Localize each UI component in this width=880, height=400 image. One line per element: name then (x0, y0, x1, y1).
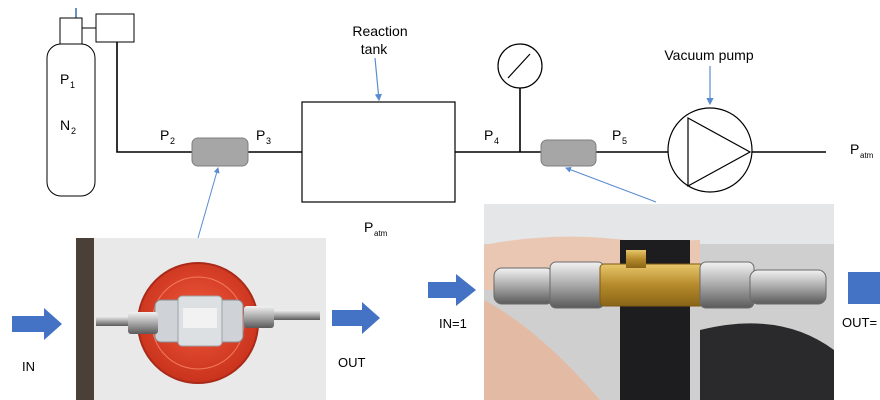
valve-in-arrow-icon (428, 274, 476, 306)
valve-out-label: OUT= (842, 315, 877, 330)
tank-pressure-label: P (364, 219, 373, 235)
vacuum-pump-label: Vacuum pump (664, 47, 753, 63)
p4-sub: 4 (494, 136, 499, 146)
cylinder-pressure-sub: 1 (70, 80, 75, 90)
valve-leader-line (565, 166, 657, 203)
p4-label: P (484, 127, 493, 143)
regulator-out-label: OUT (338, 355, 366, 370)
outlet-pressure-label: P (850, 141, 859, 157)
cylinder-gas-label: N (60, 117, 70, 133)
p5-label: P (612, 127, 621, 143)
p2-label: P (160, 127, 169, 143)
regulator-in-arrow-icon (12, 308, 62, 340)
gas-cylinder (46, 8, 96, 197)
pressure-regulator-symbol (191, 137, 249, 167)
reaction-tank (301, 101, 456, 203)
p5-sub: 5 (622, 136, 627, 146)
p3-sub: 3 (266, 136, 271, 146)
pipeline (116, 42, 826, 153)
reaction-tank-pointer (374, 57, 383, 102)
solenoid-valve-symbol (540, 139, 597, 167)
vacuum-pump-icon (667, 107, 753, 193)
regulator-in-label: IN (22, 359, 35, 374)
valve-in-label: IN=1 (439, 316, 467, 331)
regulator-leader-line (197, 167, 220, 239)
cylinder-gas-sub: 2 (71, 126, 76, 136)
valve-out-arrow-icon (848, 272, 880, 304)
reaction-tank-label-line1: Reaction (352, 23, 407, 39)
valve-photo (484, 204, 834, 400)
cylinder-pressure-label: P (60, 71, 69, 87)
cylinder-controller-box (95, 13, 135, 43)
regulator-out-arrow-icon (332, 302, 380, 334)
regulator-photo (76, 238, 326, 400)
reaction-tank-label-line2: tank (361, 41, 388, 57)
tank-pressure-sub: atm (374, 229, 388, 238)
pressure-gauge-icon (497, 43, 543, 89)
p3-label: P (256, 127, 265, 143)
outlet-pressure-sub: atm (860, 151, 874, 160)
p2-sub: 2 (170, 136, 175, 146)
